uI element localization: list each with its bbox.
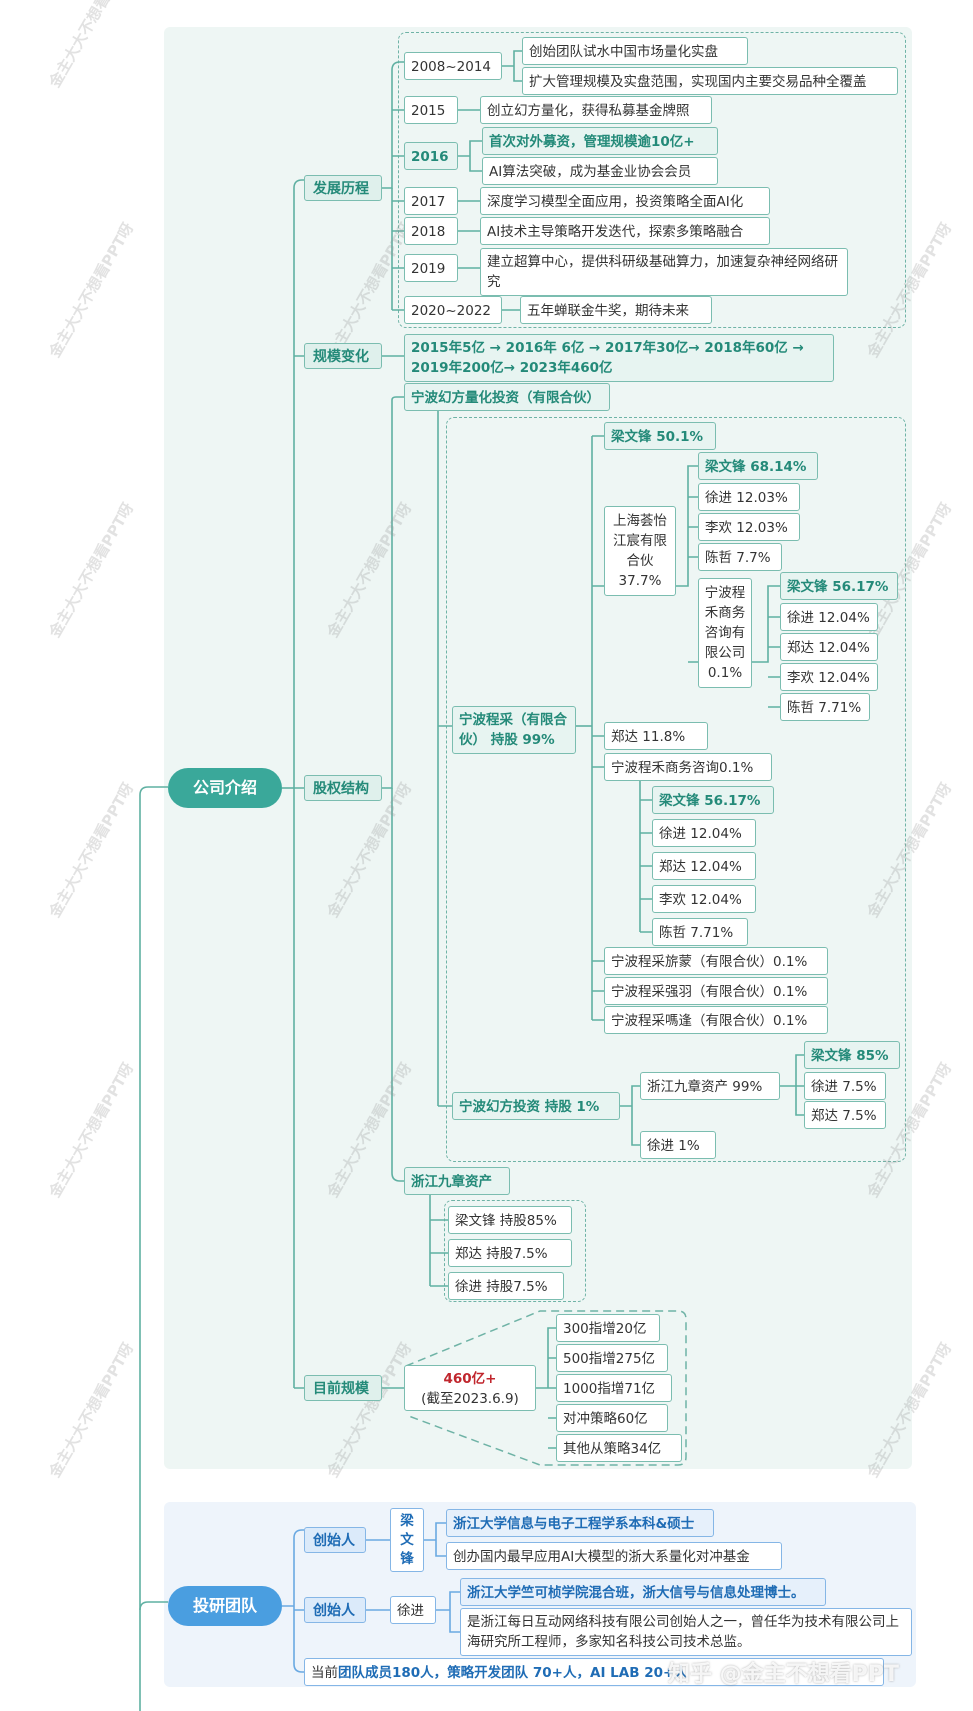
- scale-change-label[interactable]: 规模变化: [304, 343, 382, 369]
- chenghe-inner-holder: 梁文锋 56.17%: [780, 572, 898, 600]
- chenghe-holder: 李欢 12.04%: [652, 885, 756, 913]
- shanghai-huiyi-node: 上海荟怡江宸有限合伙 37.7%: [604, 506, 676, 596]
- sh-holder: 徐进 12.03%: [698, 483, 800, 511]
- research-team-node[interactable]: 投研团队: [168, 1586, 282, 1626]
- jz99-holder: 郑达 7.5%: [804, 1101, 886, 1129]
- founder-xujin: 徐进: [390, 1596, 436, 1624]
- scale-item: 300指增20亿: [556, 1314, 660, 1342]
- watermark: 金主大大不想看PPT呀: [45, 0, 138, 91]
- chenghe-inner-holder: 陈哲 7.71%: [780, 693, 870, 721]
- team-members: 当前团队成员180人，策略开发团队 70+人，AI LAB 20+人: [304, 1658, 884, 1686]
- history-event: 创立幻方量化，获得私募基金牌照: [480, 96, 712, 124]
- chenghe-inner-holder: 徐进 12.04%: [780, 603, 878, 631]
- founder-label[interactable]: 创始人: [304, 1597, 366, 1623]
- jiuzhang-99-node: 浙江九章资产 99%: [640, 1072, 780, 1100]
- history-event: 建立超算中心，提供科研级基础算力，加速复杂神经网络研究: [480, 248, 848, 296]
- year-2008-2014: 2008~2014: [404, 52, 502, 80]
- jiuzhang-holder: 梁文锋 持股85%: [448, 1206, 572, 1234]
- watermark: 金主大大不想看PPT呀: [45, 1059, 138, 1201]
- chenghe-holder: 梁文锋 56.17%: [652, 786, 774, 814]
- chenghe-holder: 郑达 12.04%: [652, 852, 756, 880]
- sh-holder: 李欢 12.03%: [698, 513, 800, 541]
- chenghe-inner-node: 宁波程禾商务咨询有限公司 0.1%: [698, 578, 752, 688]
- chenghe-holder: 陈哲 7.71%: [652, 918, 748, 946]
- company-intro-node[interactable]: 公司介绍: [168, 768, 282, 808]
- ningbo-huanfang-node: 宁波幻方量化投资（有限合伙）: [404, 383, 610, 411]
- xujin-item: 浙江大学竺可桢学院混合班，浙大信号与信息处理博士。: [460, 1578, 826, 1606]
- history-event: 创始团队试水中国市场量化实盘: [522, 37, 748, 65]
- chengcai-node: 宁波程采（有限合伙） 持股 99%: [452, 706, 576, 754]
- founder-liang: 梁文锋: [390, 1508, 424, 1572]
- year-2020-2022: 2020~2022: [404, 296, 502, 324]
- scale-total-box: 460亿+ (截至2023.6.9): [404, 1365, 536, 1411]
- history-event: AI算法突破，成为基金业协会会员: [482, 157, 718, 185]
- members-prefix: 当前: [311, 1665, 338, 1681]
- history-label[interactable]: 发展历程: [304, 175, 382, 201]
- scale-date: (截至2023.6.9): [421, 1391, 519, 1407]
- year-2017: 2017: [404, 187, 458, 215]
- year-2018: 2018: [404, 217, 458, 245]
- watermark: 金主大大不想看PPT呀: [45, 219, 138, 361]
- scale-item: 对冲策略60亿: [556, 1404, 668, 1432]
- jz99-holder: 梁文锋 85%: [804, 1041, 900, 1069]
- founder-liang-name: 梁文锋: [400, 1513, 414, 1567]
- year-2019: 2019: [404, 254, 458, 282]
- history-event: 深度学习模型全面应用，投资策略全面AI化: [480, 187, 770, 215]
- history-event: 首次对外募资，管理规模逾10亿+: [482, 127, 718, 155]
- xujin-item: 是浙江每日互动网络科技有限公司创始人之一，曾任华为技术有限公司上海研究所工程师，…: [460, 1608, 912, 1656]
- members-total: 团队成员180人，: [338, 1665, 448, 1681]
- scale-item: 1000指增71亿: [556, 1374, 672, 1402]
- chengcai-other: 宁波程采强羽（有限合伙）0.1%: [604, 977, 828, 1005]
- scale-item: 其他从策略34亿: [556, 1434, 682, 1462]
- liang-50-node: 梁文锋 50.1%: [604, 422, 716, 450]
- jiuzhang-holder: 郑达 持股7.5%: [448, 1239, 572, 1267]
- jz99-holder: 徐进 7.5%: [804, 1072, 886, 1100]
- scale-item: 500指增275亿: [556, 1344, 668, 1372]
- members-ailab: AI LAB 20+人: [590, 1665, 688, 1681]
- zhengda-node: 郑达 11.8%: [604, 722, 708, 750]
- chenghe-inner-holder: 李欢 12.04%: [780, 663, 878, 691]
- current-scale-label[interactable]: 目前规模: [304, 1375, 382, 1401]
- year-2016: 2016: [404, 142, 458, 170]
- chengcai-other: 宁波程采嗎逢（有限合伙）0.1%: [604, 1006, 828, 1034]
- year-2015: 2015: [404, 96, 458, 124]
- jiuzhang-node: 浙江九章资产: [404, 1167, 510, 1195]
- chenghe-node: 宁波程禾商务咨询0.1%: [604, 753, 772, 781]
- sh-holder: 梁文锋 68.14%: [698, 452, 818, 480]
- watermark: 金主大大不想看PPT呀: [45, 1339, 138, 1481]
- chengcai-other: 宁波程采旂蒙（有限合伙）0.1%: [604, 947, 828, 975]
- site-watermark: 知乎 @金主不想看PPT: [668, 1662, 899, 1687]
- founder-label[interactable]: 创始人: [304, 1527, 366, 1553]
- watermark: 金主大大不想看PPT呀: [45, 499, 138, 641]
- chenghe-holder: 徐进 12.04%: [652, 819, 756, 847]
- history-event: 扩大管理规模及实盘范围，实现国内主要交易品种全覆盖: [522, 67, 898, 95]
- xujin-1-node: 徐进 1%: [640, 1131, 716, 1159]
- liang-item: 创办国内最早应用AI大模型的浙大系量化对冲基金: [446, 1542, 782, 1570]
- scale-total: 460亿+: [443, 1371, 497, 1387]
- scale-change-text: 2015年5亿 → 2016年 6亿 → 2017年30亿→ 2018年60亿 …: [404, 334, 834, 382]
- huanfang-invest-node: 宁波幻方投资 持股 1%: [452, 1092, 620, 1120]
- liang-item: 浙江大学信息与电子工程学系本科&硕士: [446, 1509, 714, 1537]
- history-event: 五年蝉联金牛奖，期待未来: [520, 296, 712, 324]
- sh-holder: 陈哲 7.7%: [698, 543, 782, 571]
- chenghe-inner-holder: 郑达 12.04%: [780, 633, 878, 661]
- equity-label[interactable]: 股权结构: [304, 775, 382, 801]
- members-strategy: 策略开发团队 70+人，: [447, 1665, 590, 1681]
- watermark: 金主大大不想看PPT呀: [45, 779, 138, 921]
- jiuzhang-holder: 徐进 持股7.5%: [448, 1272, 564, 1300]
- history-event: AI技术主导策略开发迭代，探索多策略融合: [480, 217, 770, 245]
